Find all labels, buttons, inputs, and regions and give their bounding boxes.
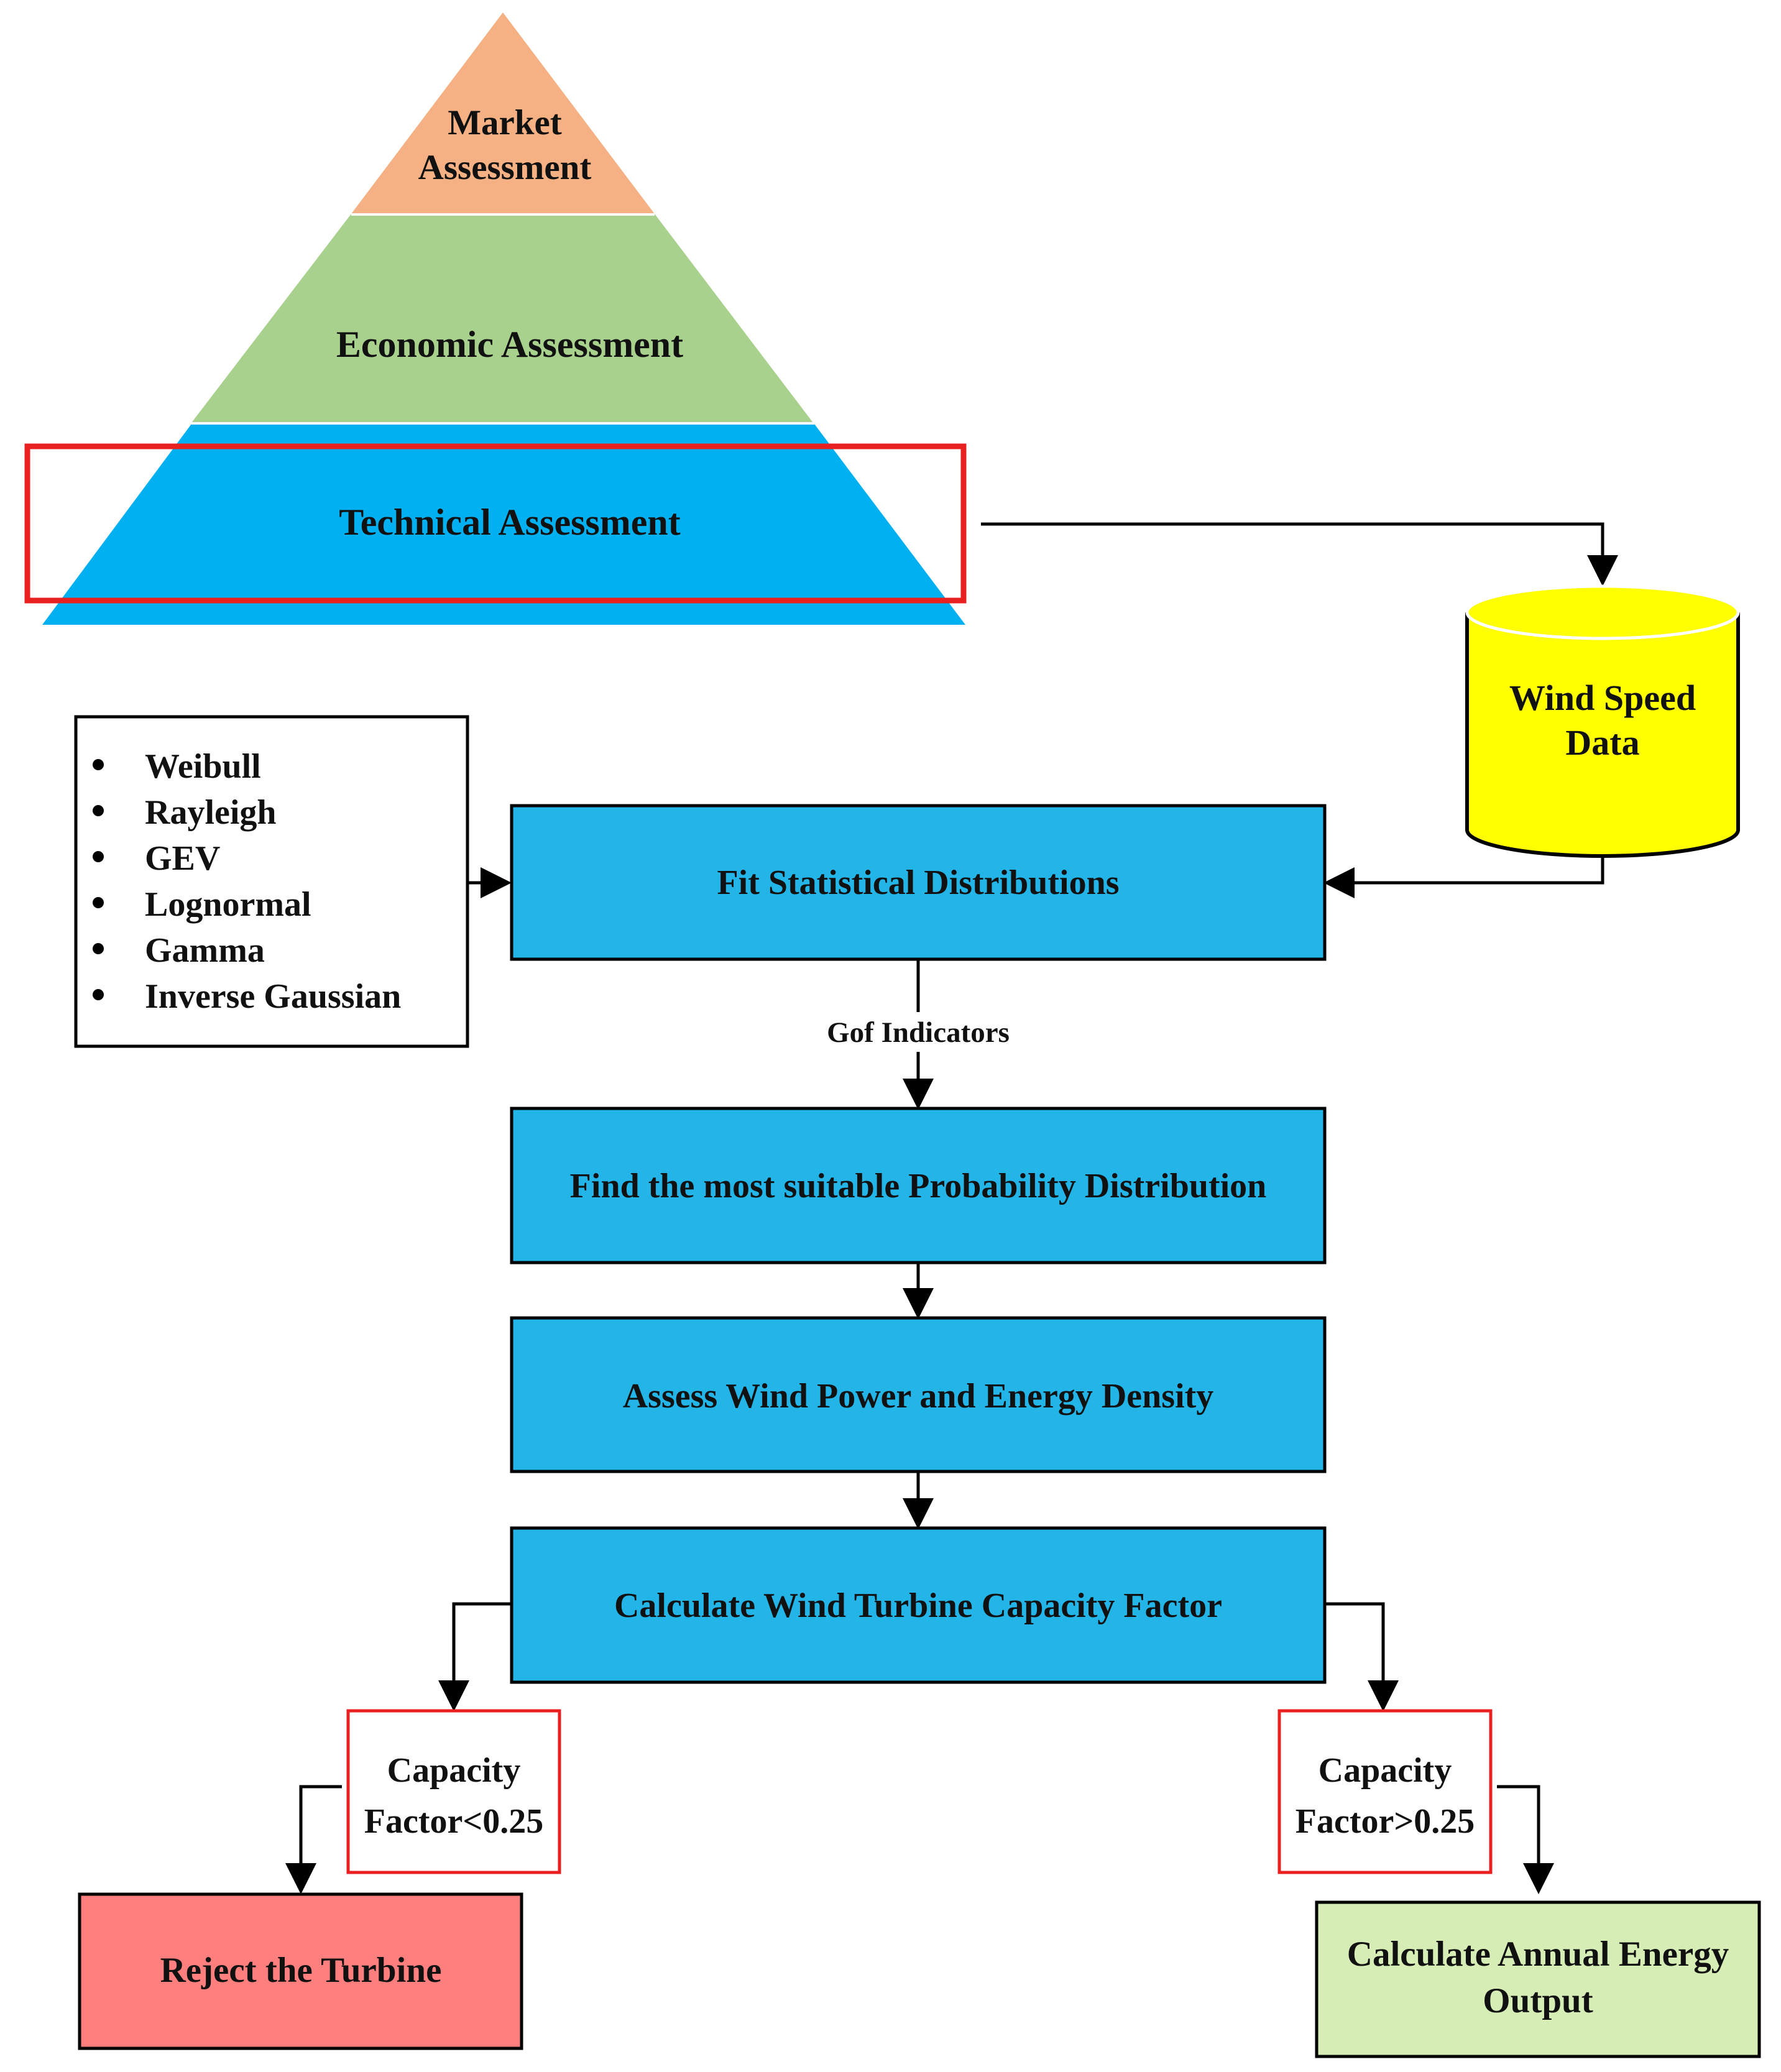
wind-speed-data-label: Wind Speed: [1509, 678, 1696, 718]
assess-power-label: Assess Wind Power and Energy Density: [623, 1377, 1214, 1416]
pyramid-technical-tier: [42, 424, 965, 625]
condition-high-label: Factor>0.25: [1295, 1802, 1475, 1841]
bullet: [93, 805, 104, 816]
assess-power-box: [510, 1316, 1327, 1473]
market-assessment-label: Assessment: [418, 148, 592, 187]
bullet: [93, 943, 104, 954]
condition-high-label: Capacity: [1318, 1751, 1452, 1790]
annual-energy-box: [1315, 1900, 1761, 2058]
find-distribution-label: Find the most suitable Probability Distr…: [570, 1167, 1267, 1205]
gof-indicators-label: Gof Indicators: [827, 1016, 1010, 1049]
distribution-item: Inverse Gaussian: [145, 977, 401, 1016]
wind-speed-data-cylinder: Wind Speed Data: [1465, 584, 1740, 858]
connector-low-to-reject: [285, 1785, 342, 1894]
bullet: [93, 989, 104, 1000]
condition-low-box: [346, 1709, 561, 1874]
connector-calc-to-low: [438, 1602, 512, 1711]
fit-distributions-box: [510, 804, 1327, 961]
bullet: [93, 897, 104, 908]
reject-turbine-label: Reject the Turbine: [160, 1951, 442, 1990]
capacity-factor-box: [510, 1526, 1327, 1684]
pyramid-economic-tier: [191, 214, 813, 423]
distribution-item: Gamma: [145, 931, 265, 970]
bullet: [93, 759, 104, 770]
technical-assessment-highlight: [24, 443, 967, 604]
wind-speed-data-label: Data: [1565, 722, 1639, 763]
distribution-list: Weibull Rayleigh GEV Lognormal Gamma Inv…: [93, 747, 401, 1016]
pyramid-market-tier: [351, 12, 655, 214]
market-assessment-label: Market: [448, 103, 562, 142]
distribution-item: GEV: [145, 839, 220, 878]
connector-technical-to-data: [981, 522, 1618, 586]
capacity-factor-label: Calculate Wind Turbine Capacity Factor: [614, 1586, 1222, 1625]
bullet: [93, 851, 104, 862]
distribution-item: Rayleigh: [145, 793, 277, 832]
find-distribution-box: [510, 1107, 1327, 1264]
fit-distributions-label: Fit Statistical Distributions: [717, 863, 1119, 902]
reject-turbine-box: [78, 1892, 523, 2050]
condition-low-label: Capacity: [387, 1751, 521, 1790]
technical-assessment-label: Technical Assessment: [339, 502, 681, 543]
distribution-item: Weibull: [145, 747, 261, 786]
connector-data-to-fit: [1323, 858, 1604, 898]
condition-low-label: Factor<0.25: [364, 1802, 543, 1841]
condition-high-box: [1277, 1709, 1493, 1874]
connector-high-to-annual: [1497, 1785, 1554, 1894]
distribution-list-box: [74, 715, 469, 1048]
economic-assessment-label: Economic Assessment: [336, 324, 683, 365]
annual-energy-label: Output: [1483, 1981, 1593, 2020]
connector-calc-to-high: [1325, 1602, 1399, 1711]
distribution-item: Lognormal: [145, 885, 311, 924]
annual-energy-label: Calculate Annual Energy: [1347, 1935, 1729, 1974]
